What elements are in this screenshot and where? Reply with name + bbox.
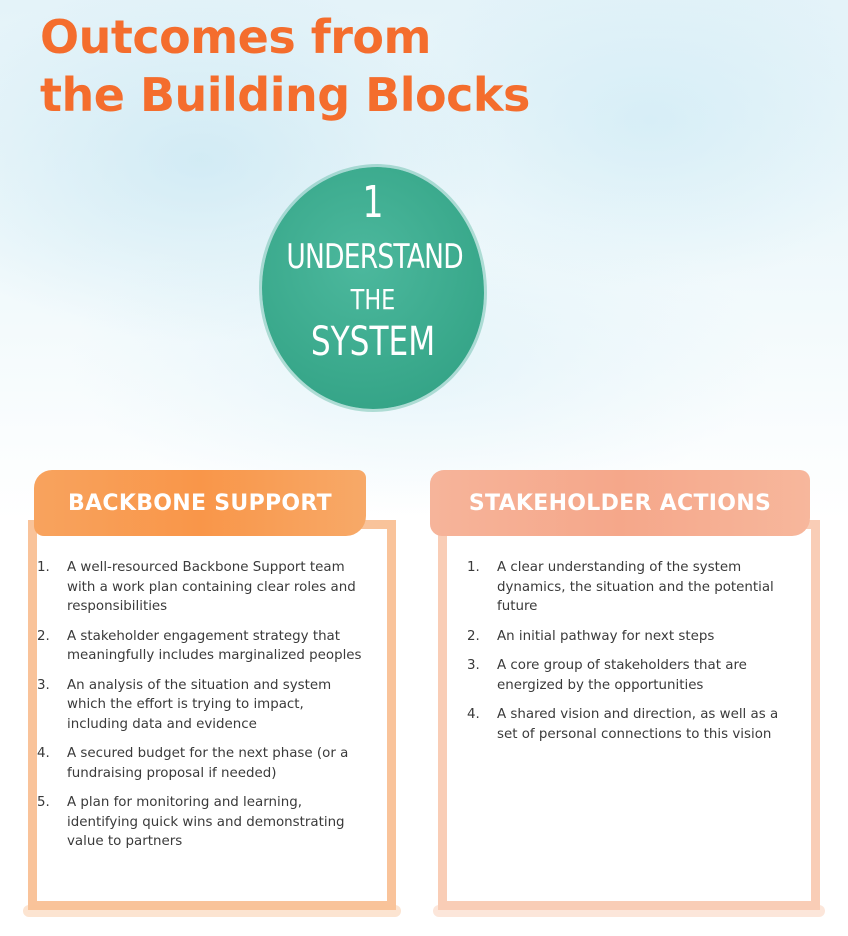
stakeholder-actions-frame bbox=[433, 520, 825, 917]
list-item-number: 5. bbox=[37, 795, 50, 810]
backbone-support-list: 1. A well-resourced Backbone Support team… bbox=[37, 558, 367, 862]
badge-line-3: SYSTEM bbox=[310, 319, 436, 365]
list-item: 3. A core group of stakeholders that are … bbox=[467, 656, 787, 695]
list-item-number: 2. bbox=[37, 628, 50, 644]
list-item-text: A core group of stakeholders that are en… bbox=[497, 658, 747, 693]
list-item-number: 2. bbox=[467, 628, 480, 644]
backbone-support-frame bbox=[23, 520, 401, 917]
list-item: 2. An initial pathway for next steps bbox=[467, 627, 787, 647]
stakeholder-actions-panel: STAKEHOLDER ACTIONS 1. A clear understand… bbox=[430, 470, 825, 917]
list-item-text: An analysis of the situation and system … bbox=[67, 677, 332, 732]
understand-the-system-badge: 1 UNDERSTAND THE SYSTEM bbox=[262, 167, 484, 409]
list-item-number: 4. bbox=[467, 707, 480, 722]
list-item-text: A plan for monitoring and learning, iden… bbox=[67, 795, 345, 849]
stakeholder-actions-list: 1. A clear understanding of the system dy… bbox=[467, 558, 787, 754]
list-item: 4. A shared vision and direction, as well… bbox=[467, 705, 787, 744]
list-item: 1. A well-resourced Backbone Support team… bbox=[37, 558, 367, 617]
badge-number: 1 bbox=[362, 177, 384, 228]
list-item: 3. An analysis of the situation and syste… bbox=[37, 676, 367, 735]
badge-line-2: THE bbox=[350, 283, 396, 316]
list-item-number: 1. bbox=[37, 560, 50, 575]
list-item: 4. A secured budget for the next phase (o… bbox=[37, 744, 367, 783]
backbone-support-panel: BACKBONE SUPPORT 1. A well-resourced Back… bbox=[20, 470, 401, 917]
page-title-line-1: Outcomes from bbox=[40, 10, 431, 64]
badge-line-1: UNDERSTAND bbox=[286, 237, 463, 277]
page-title-line-2: the Building Blocks bbox=[40, 68, 530, 122]
list-item-text: A shared vision and direction, as well a… bbox=[497, 707, 779, 742]
list-item-text: A stakeholder engagement strategy that m… bbox=[67, 628, 362, 664]
list-item-text: A secured budget for the next phase (or … bbox=[67, 746, 349, 781]
list-item-text: A well-resourced Backbone Support team w… bbox=[67, 560, 356, 614]
list-item-text: An initial pathway for next steps bbox=[497, 628, 715, 644]
page-title: Outcomes from the Building Blocks bbox=[40, 8, 530, 124]
stakeholder-actions-heading: STAKEHOLDER ACTIONS bbox=[430, 470, 810, 536]
list-item-number: 3. bbox=[467, 658, 480, 673]
list-item-number: 4. bbox=[37, 746, 50, 761]
list-item: 2. A stakeholder engagement strategy that… bbox=[37, 627, 367, 666]
list-item-text: A clear understanding of the system dyna… bbox=[497, 560, 774, 614]
backbone-support-heading: BACKBONE SUPPORT bbox=[34, 470, 366, 536]
list-item-number: 3. bbox=[37, 677, 50, 693]
list-item: 5. A plan for monitoring and learning, id… bbox=[37, 793, 367, 852]
list-item-number: 1. bbox=[467, 560, 480, 575]
list-item: 1. A clear understanding of the system dy… bbox=[467, 558, 787, 617]
